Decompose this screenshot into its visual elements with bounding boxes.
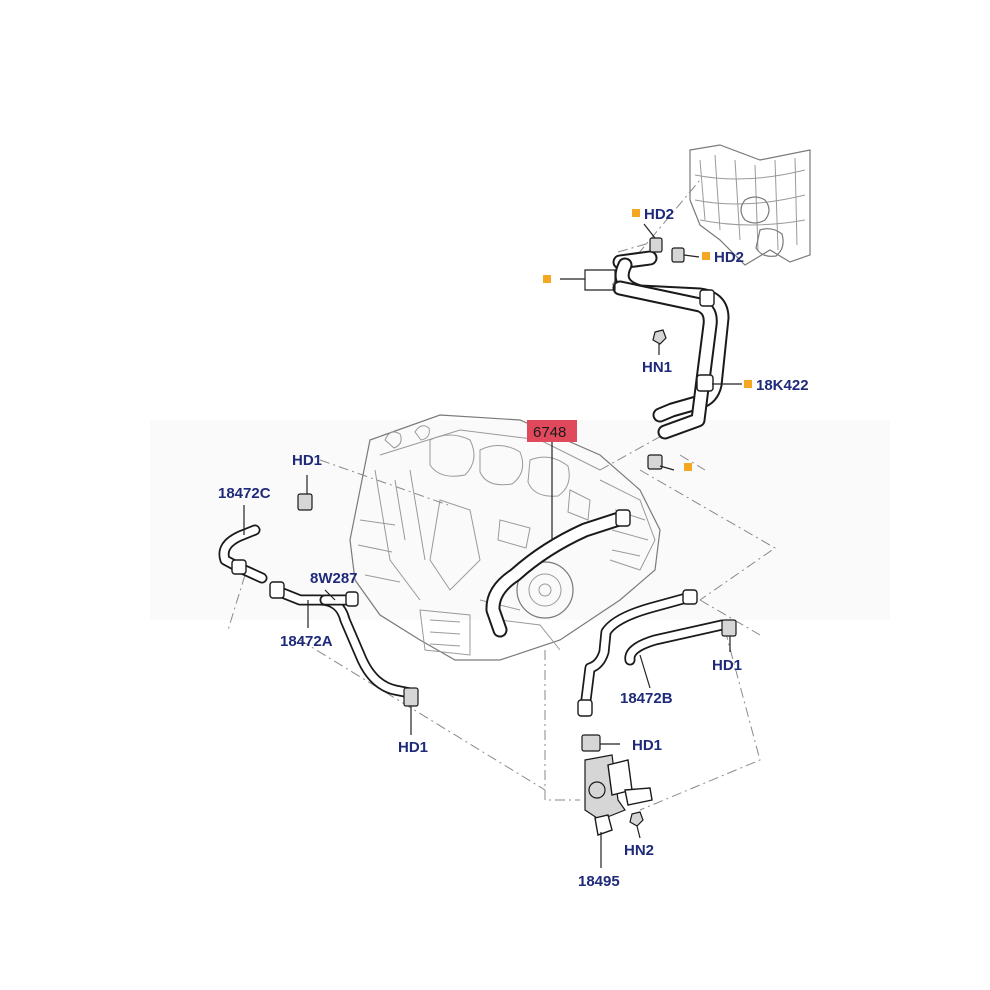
callout-hn2: HN2 bbox=[624, 842, 654, 859]
callout-hd1-bottom: HD1 bbox=[398, 739, 428, 756]
callout-18472b: 18472B bbox=[620, 690, 673, 707]
callout-18495: 18495 bbox=[578, 873, 620, 890]
marker-k422 bbox=[744, 380, 752, 388]
callout-18k422: 18K422 bbox=[756, 377, 809, 394]
leader-lines bbox=[243, 223, 742, 868]
engine-block bbox=[349, 414, 661, 661]
callout-18472c: 18472C bbox=[218, 485, 271, 502]
clamp-hd1-right bbox=[721, 619, 737, 637]
hose-6748 bbox=[485, 509, 631, 638]
marker-hd2-right bbox=[702, 252, 710, 260]
nut-hn1 bbox=[652, 329, 667, 345]
valve-18495 bbox=[584, 754, 653, 836]
hose-18472c bbox=[218, 524, 268, 584]
watermark bbox=[150, 420, 890, 620]
callout-hd1-valve: HD1 bbox=[632, 737, 662, 754]
clamp-hd1-valve bbox=[581, 734, 601, 752]
callouts: HD2 HD2 HN1 18K422 6748 HD1 18472C 8W287… bbox=[218, 206, 809, 890]
hose-18472b bbox=[577, 589, 728, 717]
intake-manifold bbox=[689, 144, 811, 266]
clamp-hd1-left bbox=[297, 493, 313, 511]
callout-8w287: 8W287 bbox=[310, 570, 358, 587]
hose-18472a bbox=[269, 581, 416, 699]
callout-hd1-right: HD1 bbox=[712, 657, 742, 674]
marker-left bbox=[543, 275, 551, 283]
marker-mid bbox=[684, 463, 692, 471]
markers bbox=[543, 209, 752, 471]
callout-hn1: HN1 bbox=[642, 359, 672, 376]
callout-hd2-top: HD2 bbox=[644, 206, 674, 223]
callout-hd2-right: HD2 bbox=[714, 249, 744, 266]
hose-18k422 bbox=[612, 250, 730, 440]
clamp-hd2-right bbox=[671, 247, 685, 263]
callout-18472a: 18472A bbox=[280, 633, 333, 650]
clamp-hd2-top bbox=[649, 237, 663, 253]
clamps bbox=[297, 237, 737, 827]
clamp-hd1-top-mid bbox=[647, 454, 663, 470]
clamp-hd1-bottom bbox=[403, 687, 419, 707]
marker-hd2-top bbox=[632, 209, 640, 217]
callout-6748: 6748 bbox=[533, 424, 566, 441]
highlight-box-6748 bbox=[527, 420, 577, 442]
nut-hn2 bbox=[629, 811, 644, 827]
callout-hd1-left: HD1 bbox=[292, 452, 322, 469]
